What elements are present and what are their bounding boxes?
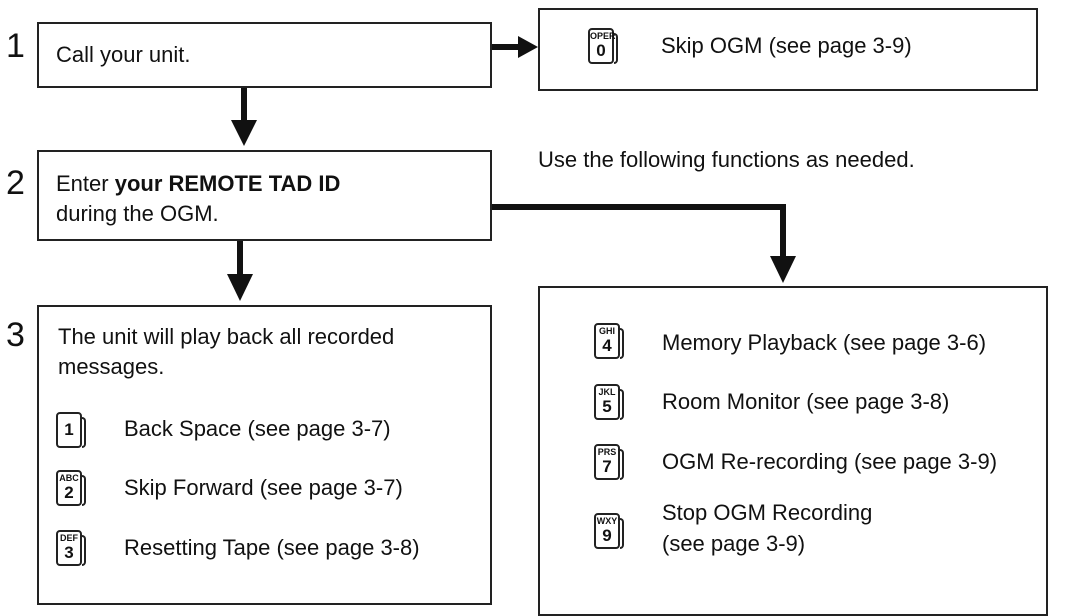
arrow-head-step2 — [231, 120, 257, 146]
key-7-icon: PRS 7 — [594, 444, 624, 480]
step-number-3: 3 — [6, 316, 25, 354]
step-number-1: 1 — [6, 27, 25, 65]
key-3-icon: DEF 3 — [56, 530, 86, 566]
remote-tad-id-label: your REMOTE TAD ID — [114, 171, 341, 196]
step3-text: The unit will play back all recorded mes… — [58, 324, 395, 379]
skip-ogm-label: Skip OGM (see page 3-9) — [661, 33, 912, 58]
arrow-head-step3 — [227, 274, 253, 301]
step2-box: Enter your REMOTE TAD ID during the OGM. — [37, 150, 492, 241]
key-2-icon: ABC 2 — [56, 470, 86, 506]
room-monitor-label: Room Monitor (see page 3-8) — [662, 389, 950, 414]
stop-ogm-recording-label: Stop OGM Recording — [662, 500, 873, 525]
back-space-label: Back Space (see page 3-7) — [124, 416, 391, 441]
arrow-head-skip — [518, 36, 538, 58]
key-5-icon: JKL 5 — [594, 384, 624, 420]
skip-forward-label: Skip Forward (see page 3-7) — [124, 475, 403, 500]
resetting-tape-label: Resetting Tape (see page 3-8) — [124, 535, 420, 560]
functions-box: GHI 4 Memory Playback (see page 3-6) JKL… — [538, 286, 1048, 616]
step1-box: Call your unit. — [37, 22, 492, 88]
step-number-2: 2 — [6, 164, 25, 202]
key-4-icon: GHI 4 — [594, 323, 624, 359]
memory-playback-label: Memory Playback (see page 3-6) — [662, 330, 987, 355]
oper-0-key-icon: OPER 0 — [588, 28, 618, 64]
step3-box: The unit will play back all recorded mes… — [37, 305, 492, 605]
step2-text: Enter your REMOTE TAD ID — [56, 171, 341, 196]
arrow-head-functions — [770, 256, 796, 283]
flow-arrows — [227, 36, 796, 301]
functions-note: Use the following functions as needed. — [538, 147, 915, 172]
step2-text-line2: during the OGM. — [56, 201, 219, 226]
key-9-icon: WXY 9 — [594, 513, 624, 549]
stop-ogm-recording-page: (see page 3-9) — [662, 531, 806, 556]
key-1-icon: 1 — [56, 412, 86, 448]
skip-ogm-box: OPER 0 Skip OGM (see page 3-9) — [538, 8, 1038, 91]
ogm-rerecording-label: OGM Re-recording (see page 3-9) — [662, 449, 998, 474]
step1-text: Call your unit. — [56, 42, 191, 67]
